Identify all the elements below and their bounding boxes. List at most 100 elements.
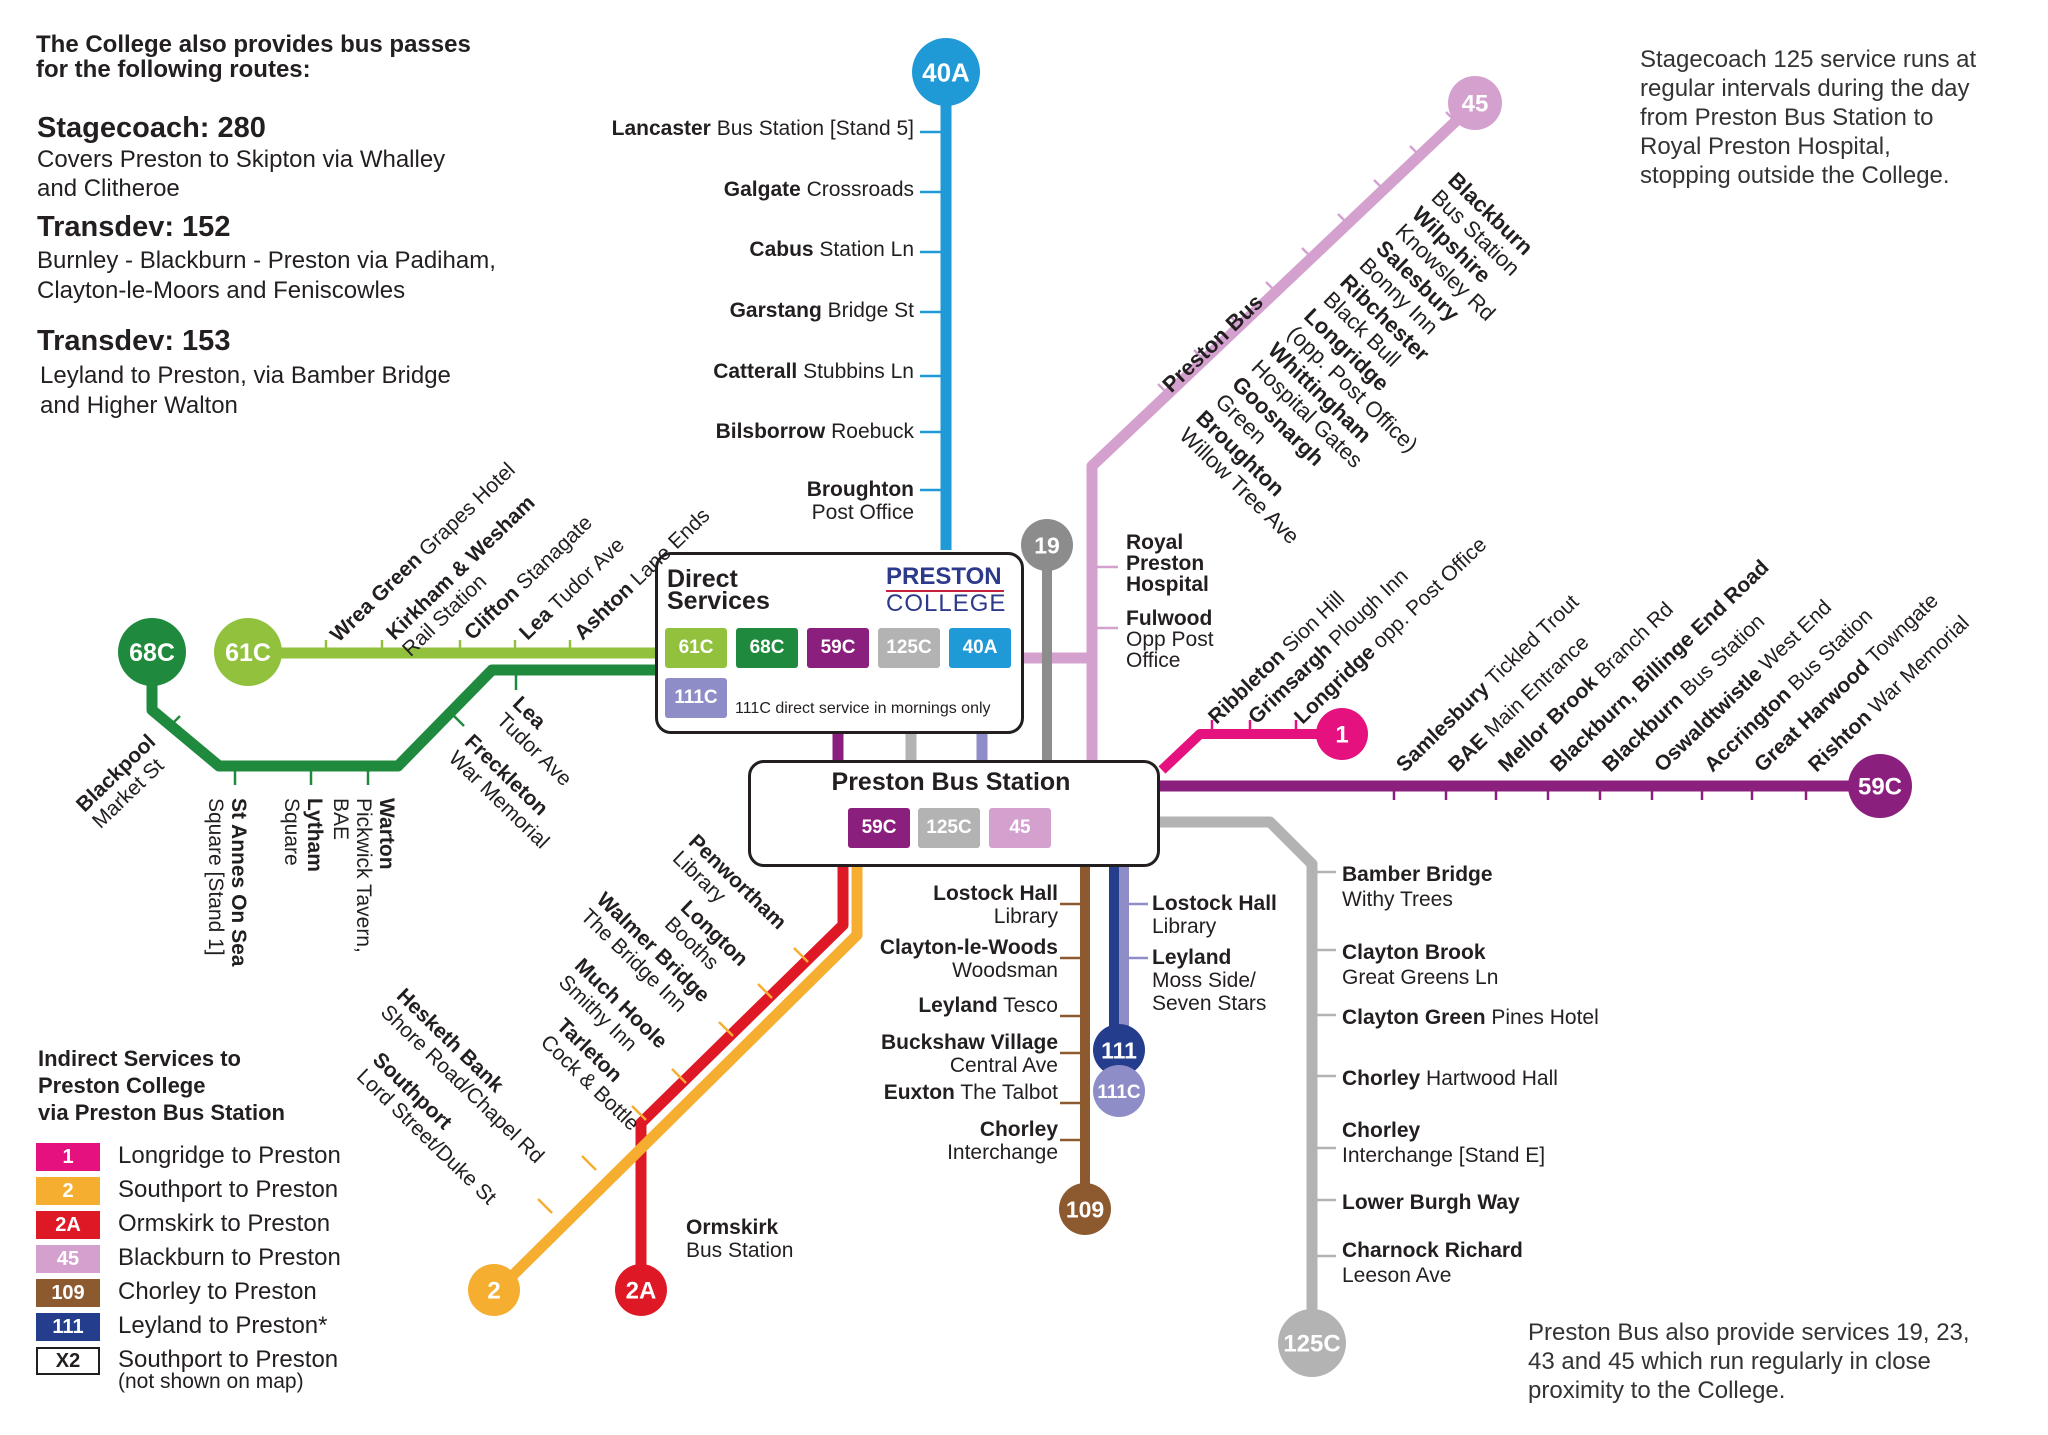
legend-label: Blackburn to Preston xyxy=(118,1244,341,1271)
note-line: regular intervals during the day xyxy=(1640,75,1970,102)
stop-label: Chorley Hartwood Hall xyxy=(1342,1067,1558,1090)
operator-desc: Clayton-le-Moors and Feniscowles xyxy=(37,277,406,304)
svg-text:40A: 40A xyxy=(922,57,970,87)
operator-title: Transdev: 153 xyxy=(37,325,231,357)
note-line: stopping outside the College. xyxy=(1640,162,1950,189)
route-line-68C xyxy=(146,656,656,772)
legend-title: Preston College xyxy=(38,1073,206,1098)
legend-label: Southport to Preston xyxy=(118,1176,339,1203)
route-line-2A xyxy=(635,866,849,1265)
direct-services-note: 111C direct service in mornings only xyxy=(735,700,991,717)
terminal-109: 109 xyxy=(1059,1183,1111,1235)
service-badge-125C: 125C xyxy=(878,628,940,668)
service-badge-68C: 68C xyxy=(736,628,798,668)
operator-desc: Covers Preston to Skipton via Whalley xyxy=(37,146,446,173)
stop-label: Garstang Bridge St xyxy=(729,299,914,322)
service-badge-40A: 40A xyxy=(949,628,1011,668)
terminal-19: 19 xyxy=(1021,519,1073,571)
legend-label: Chorley to Preston xyxy=(118,1278,317,1305)
svg-text:61C: 61C xyxy=(225,639,271,667)
stop-label: Lancaster Bus Station [Stand 5] xyxy=(611,117,914,140)
legend-x2-note: (not shown on map) xyxy=(118,1370,304,1393)
legend-swatch-2A: 2A xyxy=(36,1211,100,1239)
svg-text:68C: 68C xyxy=(129,639,175,667)
terminal-111C: 111C xyxy=(1093,1065,1145,1117)
stop-label: Leyland Tesco xyxy=(918,994,1058,1017)
svg-text:2: 2 xyxy=(487,1278,500,1305)
legend-label: Longridge to Preston xyxy=(118,1142,341,1169)
legend-label: Southport to Preston xyxy=(118,1346,339,1373)
legend-swatch-109: 109 xyxy=(36,1279,100,1307)
service-badge-61C: 61C xyxy=(665,628,727,668)
passes-heading-line1: The College also provides bus passes xyxy=(36,31,471,58)
svg-text:109: 109 xyxy=(1066,1196,1104,1222)
stop-label: Euxton The Talbot xyxy=(883,1081,1058,1104)
direct-services-title: Direct xyxy=(667,565,738,593)
svg-text:1: 1 xyxy=(1335,722,1348,749)
terminal-1: 1 xyxy=(1316,708,1368,760)
svg-text:19: 19 xyxy=(1034,532,1060,558)
college-logo-rule xyxy=(886,590,1004,592)
stop-label: Lower Burgh Way xyxy=(1342,1191,1520,1214)
svg-text:111C: 111C xyxy=(1097,1082,1141,1103)
legend-swatch-X2: X2 xyxy=(36,1347,100,1375)
service-badge-59C: 59C xyxy=(807,628,869,668)
note-line: Preston Bus also provide services 19, 23… xyxy=(1528,1319,1970,1346)
terminal-45: 45 xyxy=(1448,76,1502,130)
service-badge-45: 45 xyxy=(989,808,1051,848)
operator-title: Transdev: 152 xyxy=(37,211,231,243)
route-line-2 xyxy=(501,866,863,1287)
route-line-125C xyxy=(1158,816,1318,1320)
legend-swatch-45: 45 xyxy=(36,1245,100,1273)
legend-swatch-111: 111 xyxy=(36,1313,100,1341)
terminal-125C: 125C xyxy=(1278,1309,1346,1377)
note-line: proximity to the College. xyxy=(1528,1377,1786,1404)
legend-title: via Preston Bus Station xyxy=(38,1100,285,1125)
stop-label: Bilsborrow Roebuck xyxy=(715,420,914,443)
legend-label: Ormskirk to Preston xyxy=(118,1210,331,1237)
college-logo-text: COLLEGE xyxy=(886,590,1007,617)
direct-services-title: Services xyxy=(667,587,770,615)
stop-label: Clayton Green Pines Hotel xyxy=(1342,1006,1599,1029)
svg-text:111: 111 xyxy=(1101,1037,1137,1063)
bus-station-title: Preston Bus Station xyxy=(831,768,1071,796)
terminal-2: 2 xyxy=(468,1264,520,1316)
note-line: from Preston Bus Station to xyxy=(1640,104,1934,131)
legend-swatch-1: 1 xyxy=(36,1143,100,1171)
operator-desc: and Clitheroe xyxy=(37,175,180,202)
note-line: 43 and 45 which run regularly in close xyxy=(1528,1348,1931,1375)
operator-desc: Burnley - Blackburn - Preston via Padiha… xyxy=(37,247,496,274)
legend-label: Leyland to Preston* xyxy=(118,1312,328,1339)
terminal-111: 111 xyxy=(1093,1024,1145,1076)
college-logo-text: PRESTON xyxy=(886,563,1002,590)
terminal-61C: 61C xyxy=(214,618,282,686)
operator-title: Stagecoach: 280 xyxy=(37,112,266,144)
terminal-40A: 40A xyxy=(912,38,980,106)
stop-label: Cabus Station Ln xyxy=(749,238,914,261)
note-line: Royal Preston Hospital, xyxy=(1640,133,1891,160)
terminal-68C: 68C xyxy=(118,618,186,686)
service-badge-125C: 125C xyxy=(918,808,980,848)
terminal-2A: 2A xyxy=(615,1264,667,1316)
passes-heading-line2: for the following routes: xyxy=(36,56,311,83)
route-line-1 xyxy=(1158,729,1342,774)
stop-label: Galgate Crossroads xyxy=(723,178,914,201)
svg-text:125C: 125C xyxy=(1283,1331,1340,1358)
stop-label: Catterall Stubbins Ln xyxy=(713,360,914,383)
